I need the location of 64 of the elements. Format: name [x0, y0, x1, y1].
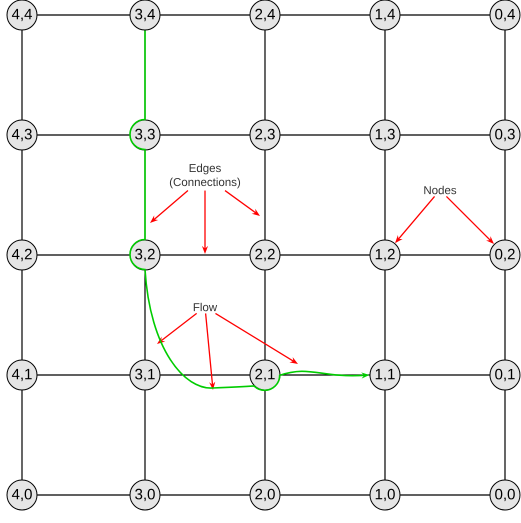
- grid-edge: [400, 254, 490, 256]
- grid-node: 2,1: [250, 360, 280, 390]
- grid-edge: [38, 14, 130, 16]
- grid-edge: [38, 494, 130, 496]
- grid-node: 4,2: [6, 240, 38, 270]
- grid-node: 0,2: [490, 240, 520, 270]
- grid-edge: [280, 254, 370, 256]
- grid-edge: [38, 374, 130, 376]
- grid-edge: [160, 134, 250, 136]
- grid-edge: [400, 374, 490, 376]
- grid-edge: [384, 30, 386, 120]
- grid-node: 2,2: [250, 240, 280, 270]
- grid-edge: [400, 494, 490, 496]
- grid-node: 1,1: [370, 360, 400, 390]
- grid-edge: [264, 390, 266, 480]
- grid-node: 3,0: [130, 480, 160, 510]
- grid-node: 4,0: [6, 480, 38, 510]
- grid-edge: [160, 254, 250, 256]
- grid-edge: [160, 14, 250, 16]
- grid-edge: [144, 390, 146, 480]
- grid-edge: [264, 30, 266, 120]
- grid-node: 3,2: [130, 240, 160, 270]
- grid-edge: [384, 270, 386, 360]
- grid-edge: [264, 150, 266, 240]
- grid-edge: [504, 270, 506, 360]
- grid-edge: [400, 134, 490, 136]
- grid-node: 1,0: [370, 480, 400, 510]
- grid-edge: [38, 134, 130, 136]
- grid-node: 3,1: [130, 360, 160, 390]
- grid-edge: [160, 374, 250, 376]
- grid-node: 2,4: [250, 0, 280, 30]
- grid-node: 1,4: [370, 0, 400, 30]
- grid-node: 0,4: [490, 0, 520, 30]
- grid-edge: [264, 270, 266, 360]
- grid-edge: [384, 150, 386, 240]
- grid-node: 2,3: [250, 120, 280, 150]
- grid-node: 3,4: [130, 0, 160, 30]
- annotation-label: Edges (Connections): [170, 164, 240, 188]
- annotation-label: Nodes: [424, 186, 456, 194]
- grid-edge: [504, 30, 506, 120]
- grid-edge: [21, 30, 23, 120]
- grid-node: 0,1: [490, 360, 520, 390]
- grid-node: 1,2: [370, 240, 400, 270]
- grid-edge: [280, 14, 370, 16]
- grid-edge: [504, 150, 506, 240]
- grid-edge: [504, 390, 506, 480]
- grid-node: 4,4: [6, 0, 38, 30]
- grid-edge: [21, 270, 23, 360]
- grid-node: 3,3: [130, 120, 160, 150]
- grid-edge: [400, 14, 490, 16]
- grid-edge: [38, 254, 130, 256]
- grid-edge: [280, 494, 370, 496]
- grid-node: 2,0: [250, 480, 280, 510]
- grid-edge: [21, 390, 23, 480]
- grid-edge: [280, 134, 370, 136]
- grid-edge: [384, 390, 386, 480]
- grid-node: 4,3: [6, 120, 38, 150]
- grid-node: 4,1: [6, 360, 38, 390]
- grid-node: 0,3: [490, 120, 520, 150]
- grid-node: 0,0: [490, 480, 520, 510]
- grid-edge: [160, 494, 250, 496]
- annotation-label: Flow: [194, 302, 218, 312]
- grid-node: 1,3: [370, 120, 400, 150]
- grid-edge: [21, 150, 23, 240]
